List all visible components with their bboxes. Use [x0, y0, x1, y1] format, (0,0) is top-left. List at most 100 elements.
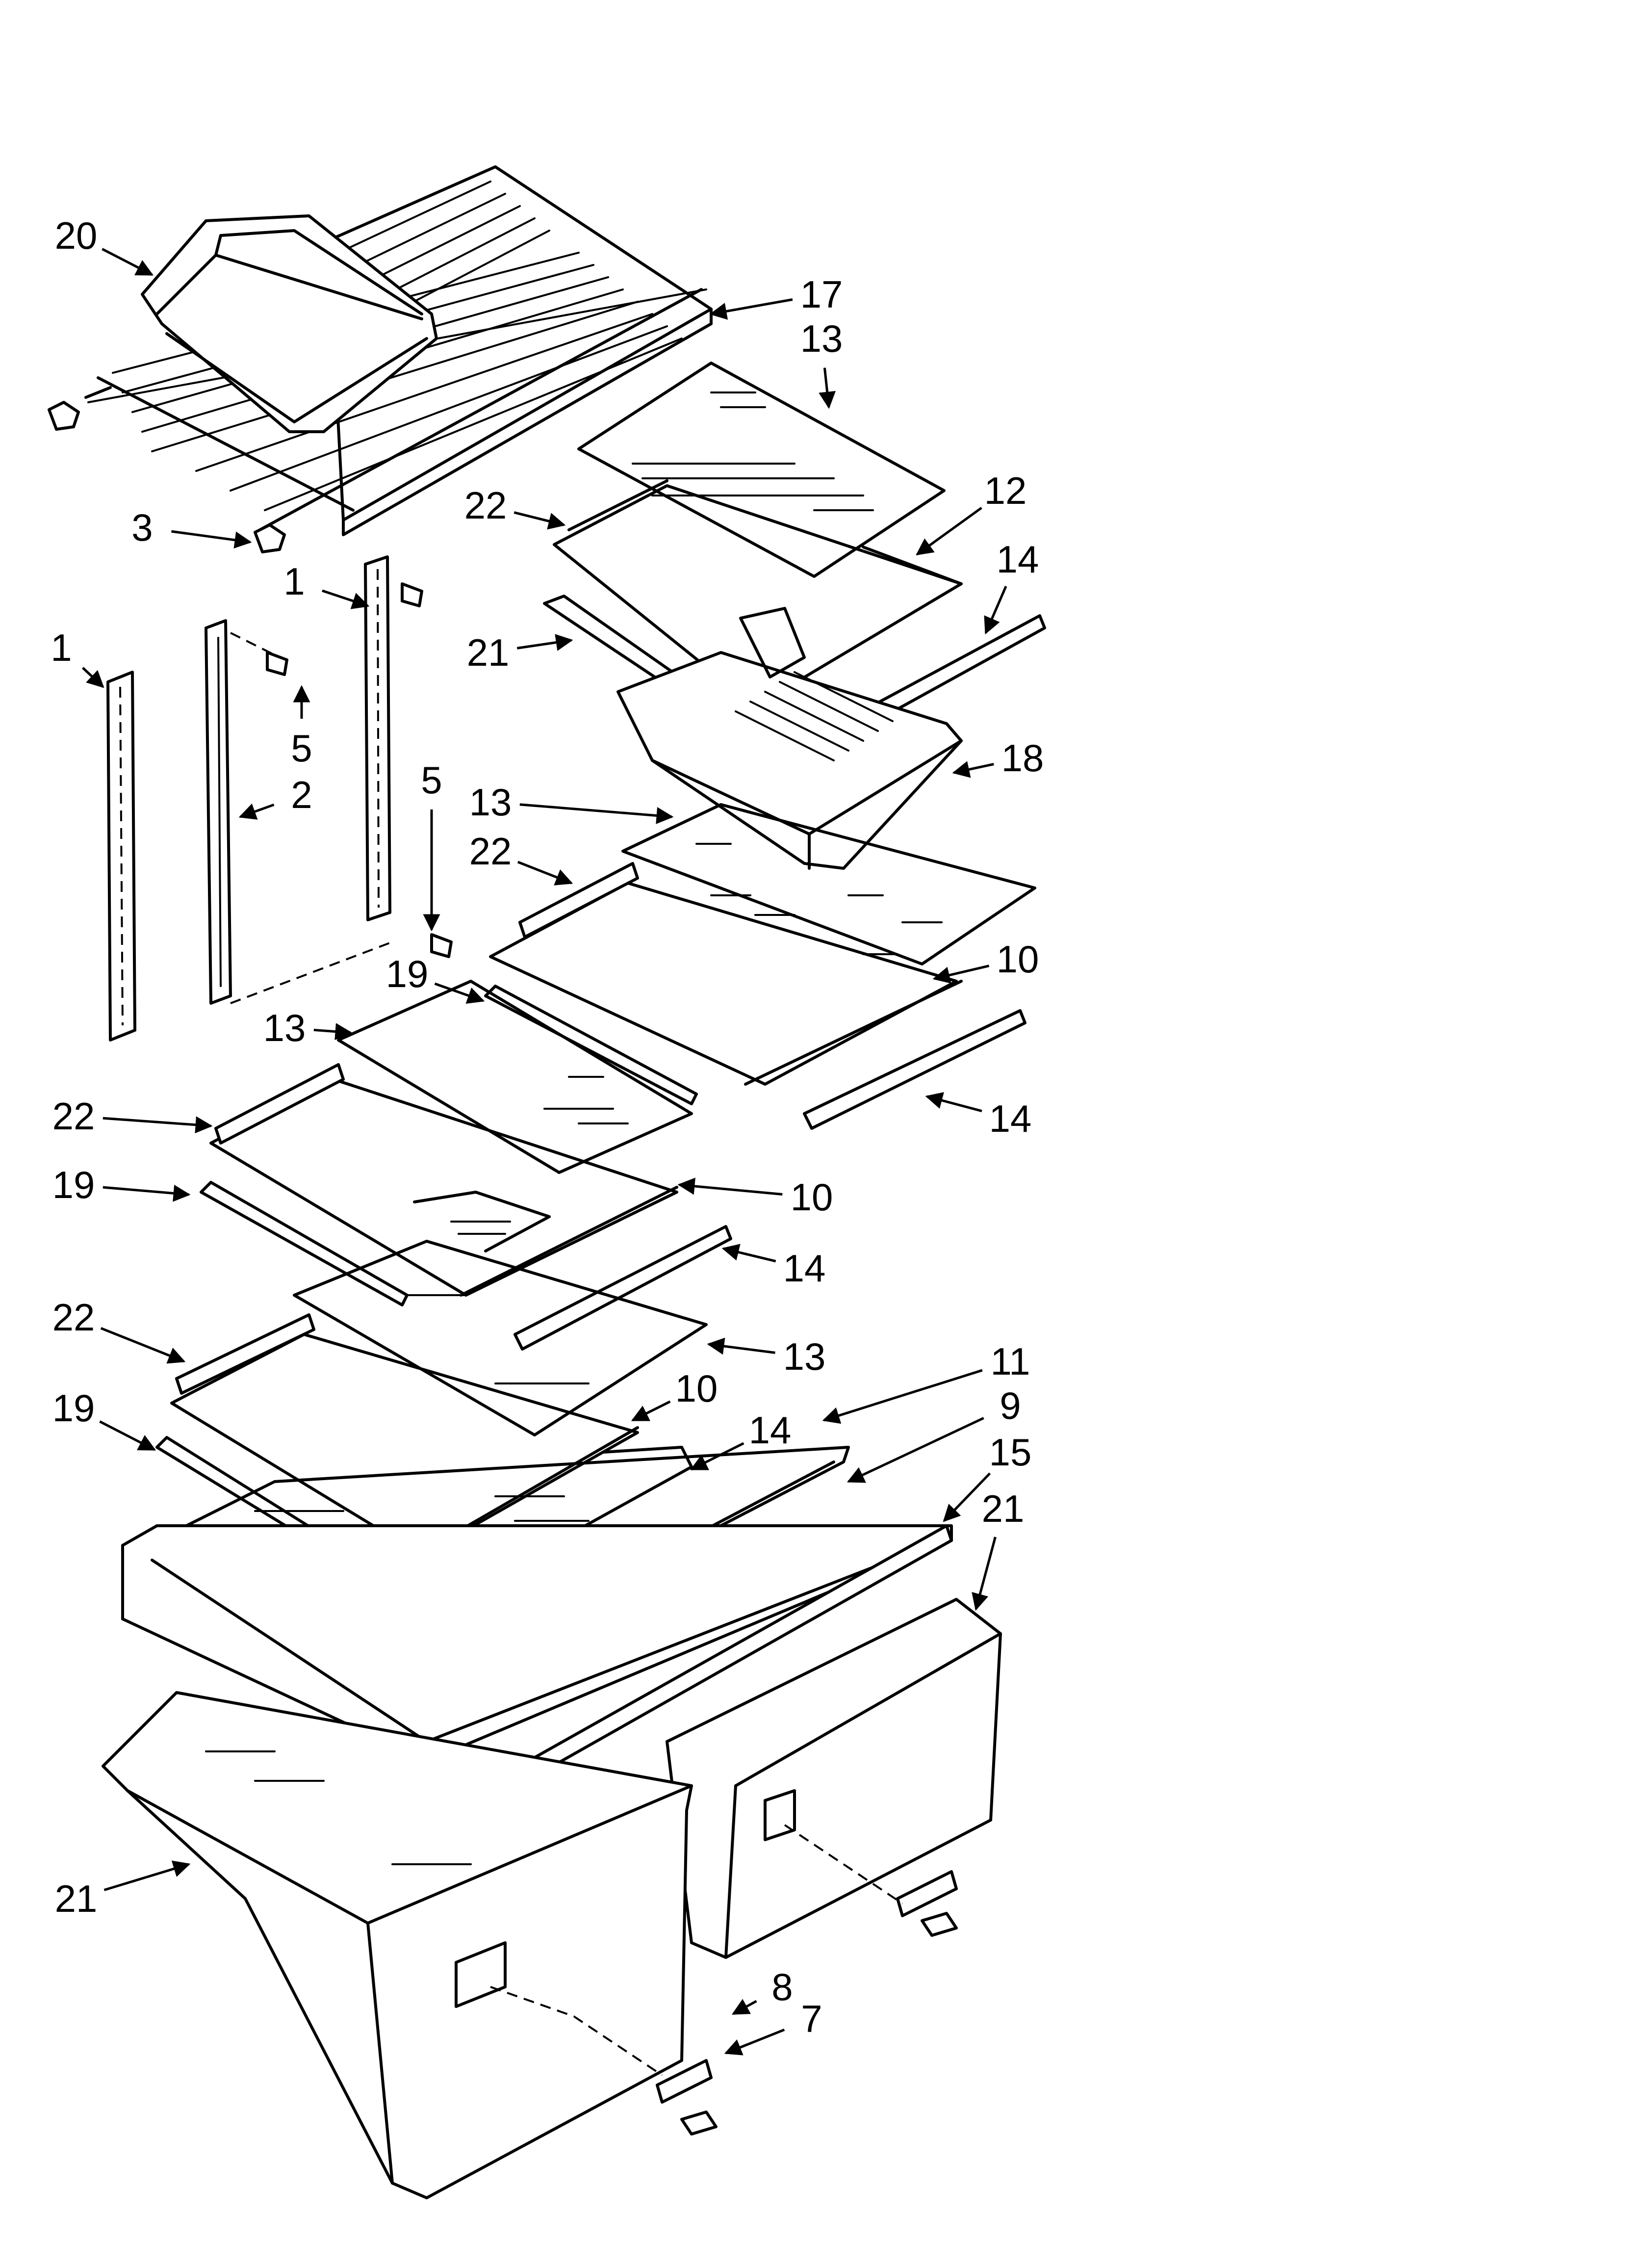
callout-label: 19 — [52, 1386, 95, 1430]
leader-arrow — [721, 1244, 776, 1263]
callout-21: 21 — [467, 631, 573, 674]
callout-14: 14 — [690, 1408, 792, 1471]
callout-10: 10 — [677, 1175, 833, 1219]
leader-arrow — [932, 965, 990, 984]
callout-21: 21 — [55, 1860, 191, 1920]
callout-label: 14 — [989, 1097, 1032, 1140]
callout-label: 14 — [749, 1408, 792, 1452]
callout-label: 18 — [1001, 736, 1044, 780]
leader-arrow — [677, 1177, 783, 1196]
callout-13: 13 — [263, 1006, 353, 1049]
leader-arrow — [238, 803, 275, 820]
callout-1: 1 — [283, 560, 370, 609]
callout-label: 22 — [469, 830, 512, 873]
leader-arrow — [819, 367, 836, 409]
leader-arrow — [519, 803, 674, 824]
callout-label: 21 — [982, 1487, 1025, 1530]
callout-13: 13 — [469, 781, 674, 824]
leader-arrow — [724, 2028, 785, 2056]
leader-arrow — [517, 860, 573, 886]
shelf-end-cap — [48, 401, 286, 553]
callout-10: 10 — [932, 938, 1039, 984]
callout-18: 18 — [952, 736, 1044, 780]
callout-label: 10 — [791, 1175, 833, 1219]
leader-arrow — [707, 1337, 775, 1355]
slide-clip — [656, 1870, 958, 2104]
callout-label: 15 — [989, 1431, 1032, 1474]
callout-14: 14 — [925, 1092, 1032, 1140]
callout-22: 22 — [52, 1095, 213, 1138]
storage-bin — [141, 214, 438, 433]
screw-icon — [266, 582, 453, 958]
callout-label: 13 — [800, 317, 843, 360]
callout-label: 3 — [131, 506, 153, 549]
callout-12: 12 — [916, 469, 1027, 556]
leader-arrow — [171, 530, 252, 549]
leader-arrow — [513, 511, 566, 530]
crisper-drawer — [102, 1691, 693, 2199]
leader-arrow — [434, 982, 485, 1004]
clip-pin — [680, 1912, 958, 2136]
callout-2: 2 — [238, 773, 312, 820]
callout-20: 20 — [55, 214, 154, 276]
crisper-tray — [616, 607, 963, 870]
front-trim — [803, 1009, 1026, 1130]
leader-arrow — [100, 1327, 186, 1364]
callout-19: 19 — [386, 952, 485, 1004]
callout-label: 10 — [997, 938, 1039, 981]
callout-label: 10 — [675, 1367, 718, 1410]
leader-arrow — [925, 1092, 982, 1113]
leader-arrow — [709, 298, 793, 320]
callout-label: 2 — [291, 773, 312, 816]
callout-label: 13 — [263, 1006, 306, 1049]
callout-label: 13 — [469, 781, 512, 824]
callout-label: 5 — [421, 758, 442, 802]
callout-13: 13 — [707, 1335, 826, 1378]
leader-arrow — [103, 1116, 213, 1134]
callout-label: 19 — [386, 952, 429, 995]
glass-panel — [577, 362, 946, 578]
callout-label: 14 — [997, 538, 1039, 581]
callout-label: 19 — [52, 1163, 95, 1206]
leader-arrow — [103, 1184, 191, 1202]
callout-7: 7 — [724, 1997, 822, 2056]
callout-label: 22 — [464, 484, 507, 527]
shelf-frame — [484, 862, 963, 1105]
callout-3: 3 — [131, 506, 252, 549]
shelf-bracket — [205, 619, 393, 1005]
crisper-drawer — [666, 1598, 1002, 1959]
callout-label: 21 — [467, 631, 510, 674]
callout-22: 22 — [464, 484, 566, 530]
leader-arrow — [102, 248, 154, 276]
glass-panel — [621, 803, 1036, 965]
callout-label: 9 — [1000, 1384, 1021, 1427]
callout-19: 19 — [52, 1386, 156, 1451]
callout-label: 5 — [291, 727, 312, 770]
leader-arrow — [313, 1023, 353, 1041]
leader-arrow — [99, 1420, 156, 1451]
callout-label: 20 — [55, 214, 98, 257]
callout-label: 13 — [783, 1335, 826, 1378]
leader-arrow — [731, 1999, 757, 2015]
callout-14: 14 — [721, 1244, 826, 1290]
callout-label: 12 — [984, 469, 1027, 512]
callout-label: 14 — [783, 1247, 826, 1290]
leader-arrow — [631, 1400, 671, 1422]
leader-arrow — [984, 586, 1007, 635]
callout-label: 1 — [51, 626, 72, 669]
callout-label: 1 — [283, 560, 305, 603]
callout-9: 9 — [847, 1384, 1021, 1483]
callout-19: 19 — [52, 1163, 191, 1206]
callout-10: 10 — [631, 1367, 718, 1422]
callout-label: 17 — [800, 273, 843, 316]
callout-label: 22 — [52, 1095, 95, 1138]
callout-17: 17 — [709, 273, 843, 320]
leader-arrow — [943, 1472, 991, 1522]
leader-arrow — [952, 761, 994, 778]
callout-13: 13 — [800, 317, 843, 409]
callout-label: 11 — [991, 1340, 1030, 1383]
callout-11: 11 — [822, 1340, 1030, 1424]
callout-label: 8 — [771, 1965, 793, 2008]
